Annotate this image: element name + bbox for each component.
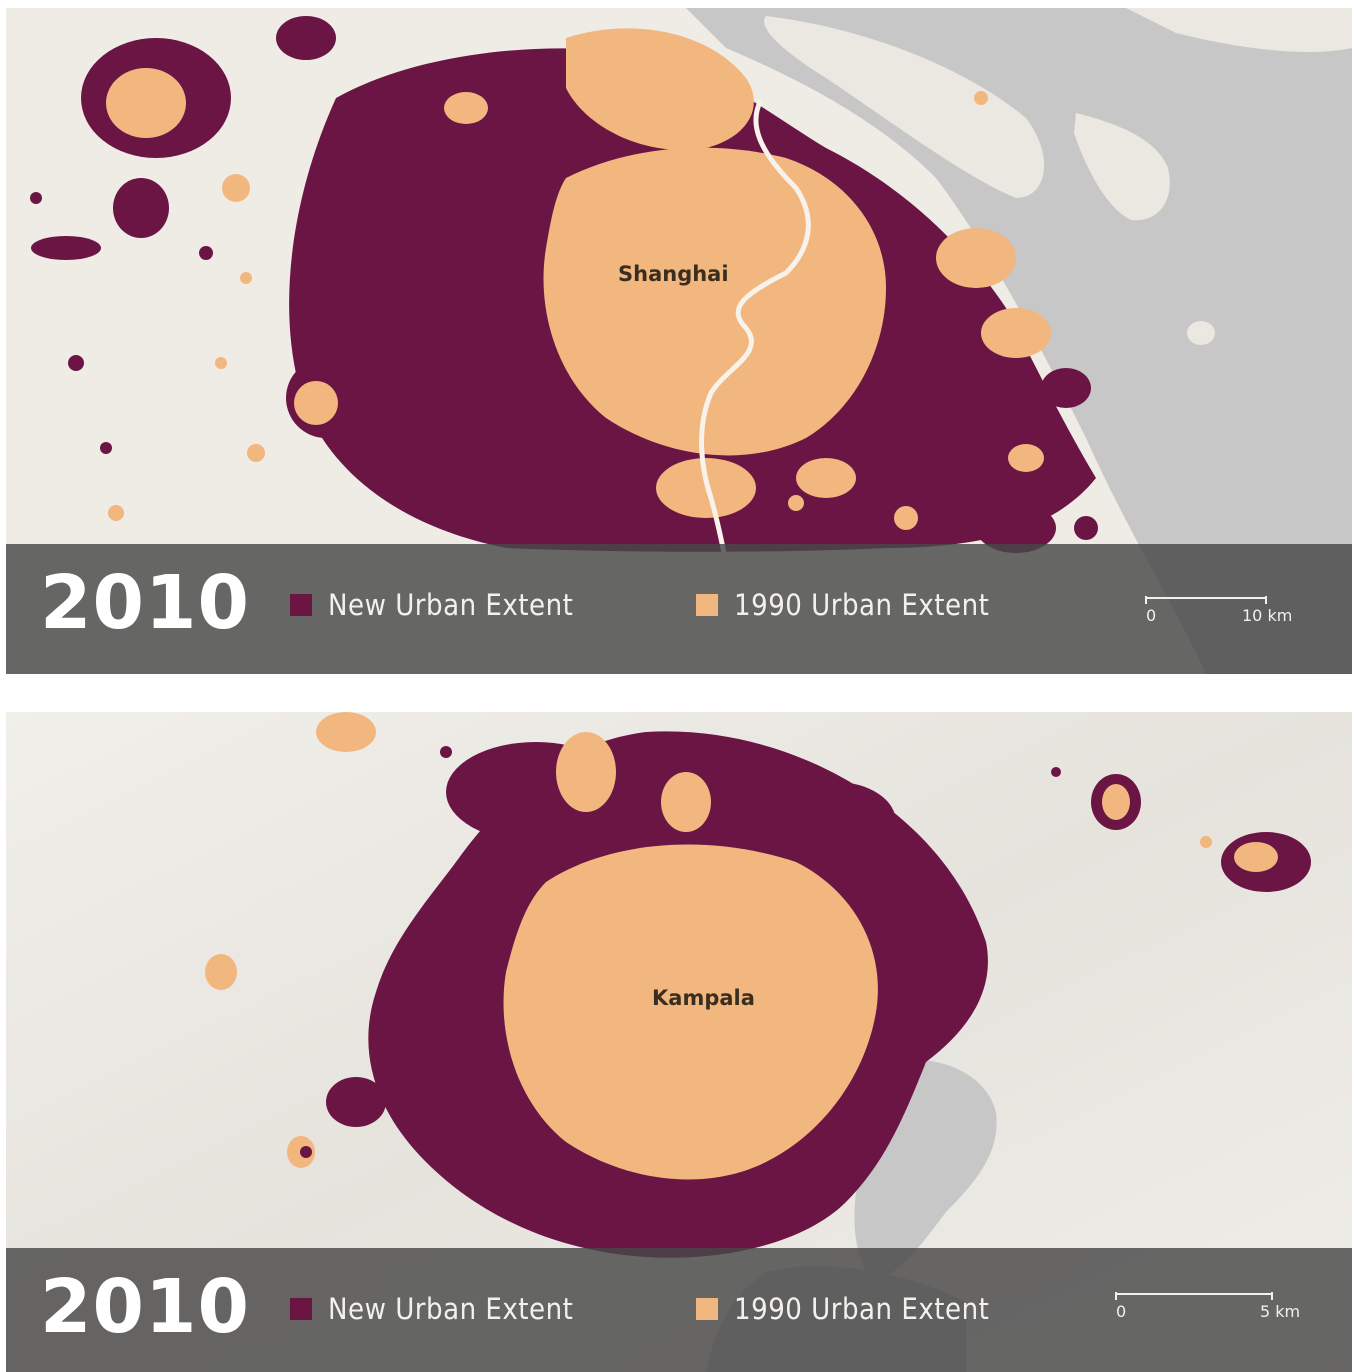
legend-label-1990-urban: 1990 Urban Extent (734, 1292, 990, 1326)
legend-label-1990-urban: 1990 Urban Extent (734, 588, 990, 622)
huangpu-river (699, 98, 811, 554)
scale-start: 0 (1116, 1302, 1127, 1321)
city-label-shanghai: Shanghai (618, 262, 729, 286)
square-swatch-icon (696, 594, 718, 616)
urban-1990-areas (205, 712, 1278, 1180)
legend-1990-urban: 1990 Urban Extent (696, 588, 990, 622)
scale-bar: 0 5 km (1114, 1290, 1300, 1321)
urban-1990-areas (106, 28, 1051, 518)
legend-new-urban: New Urban Extent (290, 1292, 574, 1326)
square-swatch-icon (290, 1298, 312, 1320)
scale-end: 5 km (1260, 1302, 1301, 1321)
map-panel-shanghai: Shanghai 2010 New Urban Extent 1990 Urba… (6, 8, 1352, 674)
shanghai-map (6, 8, 1352, 674)
island-large (764, 16, 1045, 198)
island-small (1074, 113, 1170, 221)
year-label: 2010 (40, 560, 250, 646)
year-label: 2010 (40, 1264, 250, 1350)
legend-bar: 2010 New Urban Extent 1990 Urban Extent … (6, 544, 1352, 674)
urban-speckle (300, 746, 1212, 1158)
legend-label-new-urban: New Urban Extent (328, 1292, 574, 1326)
square-swatch-icon (290, 594, 312, 616)
scale-end: 10 km (1242, 606, 1293, 625)
scale-bar-icon (1115, 1292, 1273, 1300)
legend-bar: 2010 New Urban Extent 1990 Urban Extent … (6, 1248, 1352, 1372)
urban-speckle (30, 91, 1098, 540)
scale-bar: 0 10 km (1144, 594, 1292, 625)
map-panel-kampala: Kampala 2010 New Urban Extent 1990 Urban… (6, 712, 1352, 1372)
legend-1990-urban: 1990 Urban Extent (696, 1292, 990, 1326)
city-label-kampala: Kampala (652, 986, 755, 1010)
sea-water (686, 8, 1352, 674)
scale-start: 0 (1146, 606, 1157, 625)
scale-bar-icon (1145, 596, 1267, 604)
square-swatch-icon (696, 1298, 718, 1320)
island-top-right (1126, 8, 1352, 53)
legend-label-new-urban: New Urban Extent (328, 588, 574, 622)
legend-new-urban: New Urban Extent (290, 588, 574, 622)
islet (1187, 321, 1215, 345)
